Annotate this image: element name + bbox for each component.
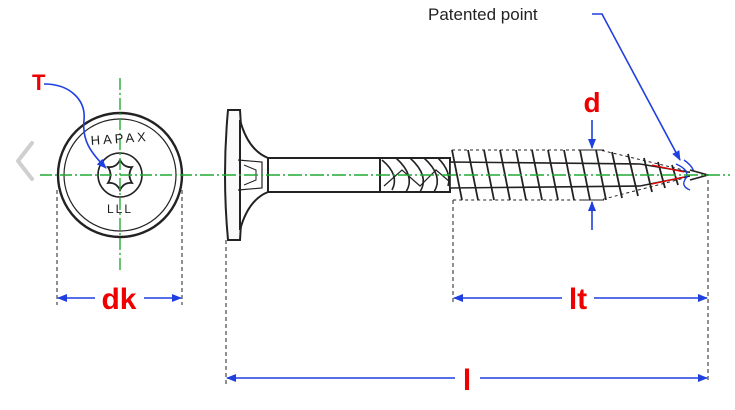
lt-label: lt xyxy=(569,283,587,316)
l-dimension xyxy=(225,240,708,385)
patented-point-leader xyxy=(592,13,681,161)
head-marking-bottom: LLL xyxy=(107,202,133,216)
screw-head-front-view: HAPAX LLL xyxy=(40,78,200,272)
chevron-left-icon xyxy=(16,141,34,181)
d-dimension xyxy=(580,120,604,230)
dk-dimension xyxy=(56,190,183,305)
d-label: d xyxy=(583,87,600,118)
prev-image-button[interactable] xyxy=(16,141,34,181)
dk-label: dk xyxy=(101,283,136,316)
torx-label: T xyxy=(32,70,46,95)
patented-point-label: Patented point xyxy=(428,5,538,24)
head-marking-top: HAPAX xyxy=(90,129,149,148)
lt-dimension xyxy=(452,180,709,380)
torx-leader-line xyxy=(43,83,107,169)
l-label: l xyxy=(463,364,471,397)
